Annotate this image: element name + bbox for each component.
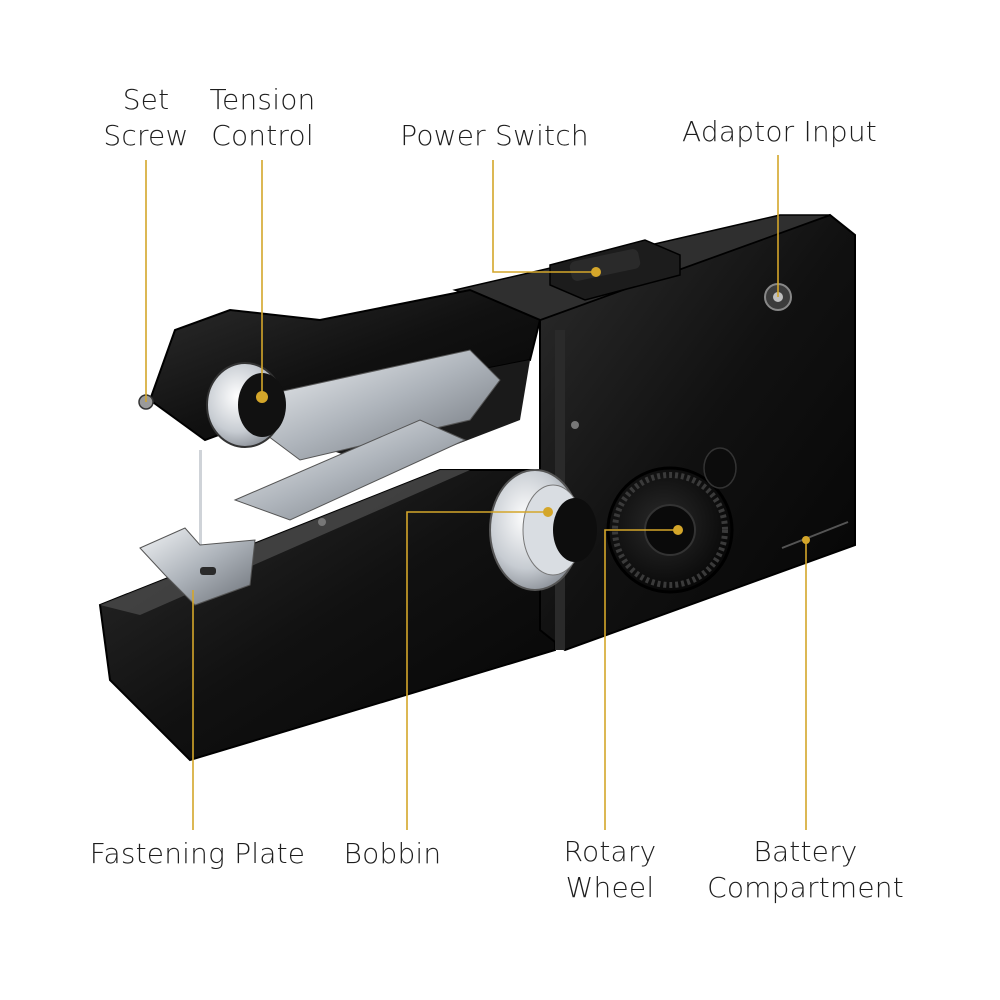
- bobbin-spool: [489, 469, 597, 591]
- leader-power-switch: [492, 160, 596, 273]
- label-battery-compartment-line2: Compartment: [707, 871, 904, 904]
- label-battery-compartment: Battery Compartment: [698, 834, 913, 906]
- screw-2: [318, 518, 326, 526]
- leader-rotary-wheel: [604, 529, 678, 830]
- label-fastening-plate-line1: Fastening Plate: [89, 837, 306, 870]
- label-tension-control-line2: Control: [211, 119, 314, 152]
- label-power-switch-line1: Power Switch: [400, 119, 589, 152]
- presser-slot: [200, 567, 216, 575]
- label-tension-control: Tension Control: [200, 82, 325, 154]
- label-bobbin: Bobbin: [335, 836, 450, 872]
- base-front: [98, 469, 556, 762]
- label-fastening-plate: Fastening Plate: [80, 836, 315, 872]
- label-battery-compartment-line1: Battery: [753, 835, 858, 868]
- label-tension-control-line1: Tension: [209, 83, 316, 116]
- label-rotary-wheel-line1: Rotary: [563, 835, 657, 868]
- battery-seam: [781, 521, 849, 549]
- needle: [199, 450, 202, 560]
- metal-plate-upper: [233, 419, 467, 521]
- label-adaptor-input: Adaptor Input: [672, 114, 887, 150]
- leader-lines: [145, 155, 807, 830]
- label-adaptor-input-line1: Adaptor Input: [682, 115, 877, 148]
- label-set-screw: Set Screw: [96, 82, 196, 154]
- label-rotary-wheel-line2: Wheel: [565, 871, 655, 904]
- label-power-switch: Power Switch: [392, 118, 597, 154]
- metal-parts: [139, 349, 501, 606]
- side-button: [703, 447, 737, 489]
- label-bobbin-line1: Bobbin: [343, 837, 442, 870]
- machine-body: [98, 213, 856, 762]
- presser-foot: [139, 527, 256, 606]
- label-set-screw-line1: Set: [122, 83, 170, 116]
- leader-bobbin: [406, 511, 548, 830]
- label-set-screw-line2: Screw: [103, 119, 189, 152]
- tension-knob: [206, 362, 286, 448]
- label-rotary-wheel: Rotary Wheel: [555, 834, 665, 906]
- screw-1: [571, 421, 579, 429]
